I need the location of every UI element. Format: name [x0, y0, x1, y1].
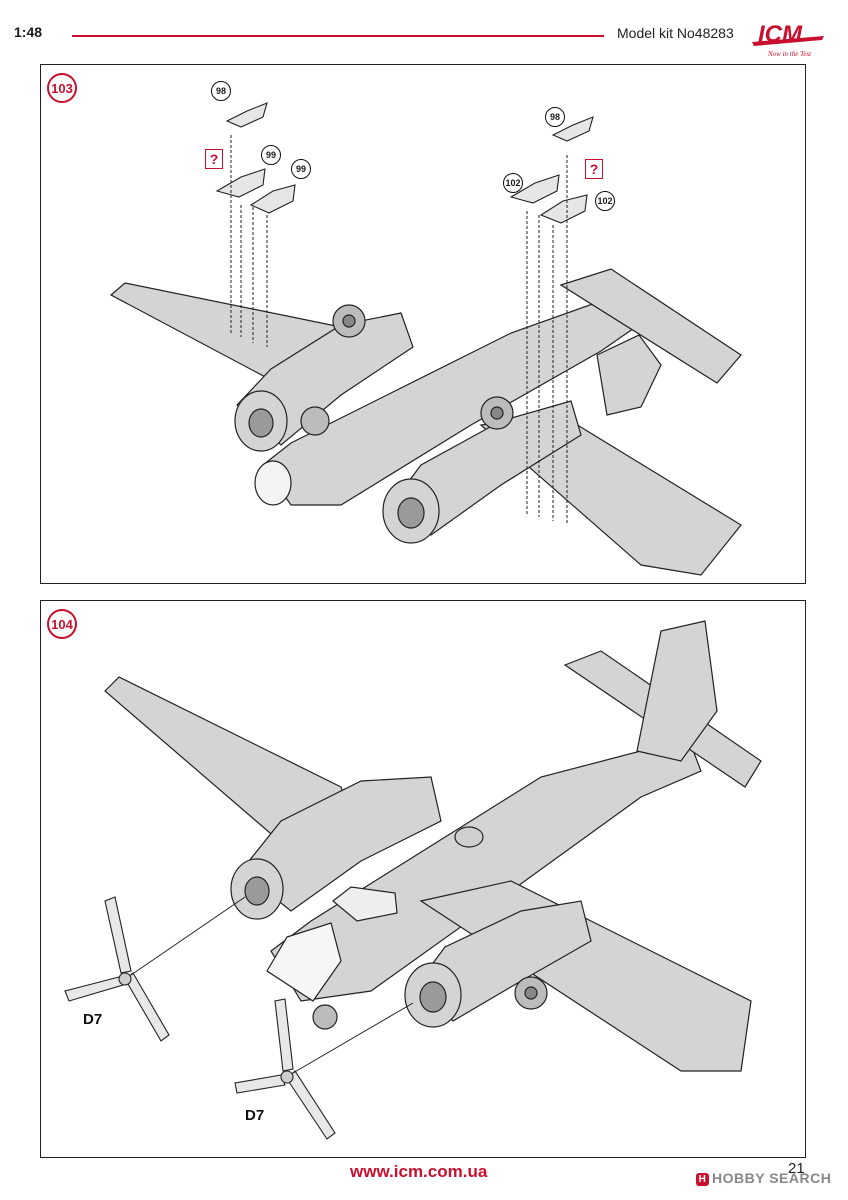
right-nacelle-shape — [390, 400, 582, 536]
fuselage-shape — [270, 744, 702, 1002]
question-mark-box: ? — [205, 149, 223, 169]
nose-glazing — [266, 922, 342, 1002]
tailplane-shape — [559, 268, 742, 384]
part-callout-102: 102 — [503, 173, 523, 193]
icm-logo: ICM Now in the Test — [752, 21, 824, 58]
step-104-illustration — [64, 620, 762, 1140]
question-mark-box: ? — [585, 159, 603, 179]
part-callout-99: 99 — [291, 159, 311, 179]
hobby-search-logo-icon: H — [696, 1172, 709, 1186]
nose-glazing — [254, 460, 292, 506]
step-number-badge: 103 — [47, 73, 77, 103]
vertical-fin-shape — [596, 334, 662, 416]
part-callout-98: 98 — [545, 107, 565, 127]
footer-website-link[interactable]: www.icm.com.ua — [350, 1162, 488, 1181]
vertical-fin-shape — [636, 620, 718, 762]
header-rule — [72, 35, 604, 37]
step-104-panel: 104 D7 D7 — [40, 600, 806, 1158]
part-callout-98: 98 — [211, 81, 231, 101]
page-header: 1:48 Model kit No48283 ICM Now in the Te… — [0, 0, 848, 62]
part-label-d7: D7 — [245, 1107, 265, 1124]
part-callout-99: 99 — [261, 145, 281, 165]
part-callout-102: 102 — [595, 191, 615, 211]
part-label-d7: D7 — [83, 1011, 103, 1028]
kit-number-label: Model kit No48283 — [617, 25, 734, 41]
watermark-text: HOBBY SEARCH — [712, 1170, 832, 1186]
step-number-badge: 104 — [47, 609, 77, 639]
brand-text: ICM — [758, 21, 803, 48]
brand-tagline: Now in the Test — [767, 50, 812, 58]
scale-label: 1:48 — [14, 24, 43, 40]
left-nacelle-shape — [240, 776, 442, 912]
page-number: 21 — [788, 1160, 805, 1177]
step-103-panel: 103 98 99 99 98 102 102 ? ? — [40, 64, 806, 584]
step-103-illustration — [109, 102, 742, 576]
